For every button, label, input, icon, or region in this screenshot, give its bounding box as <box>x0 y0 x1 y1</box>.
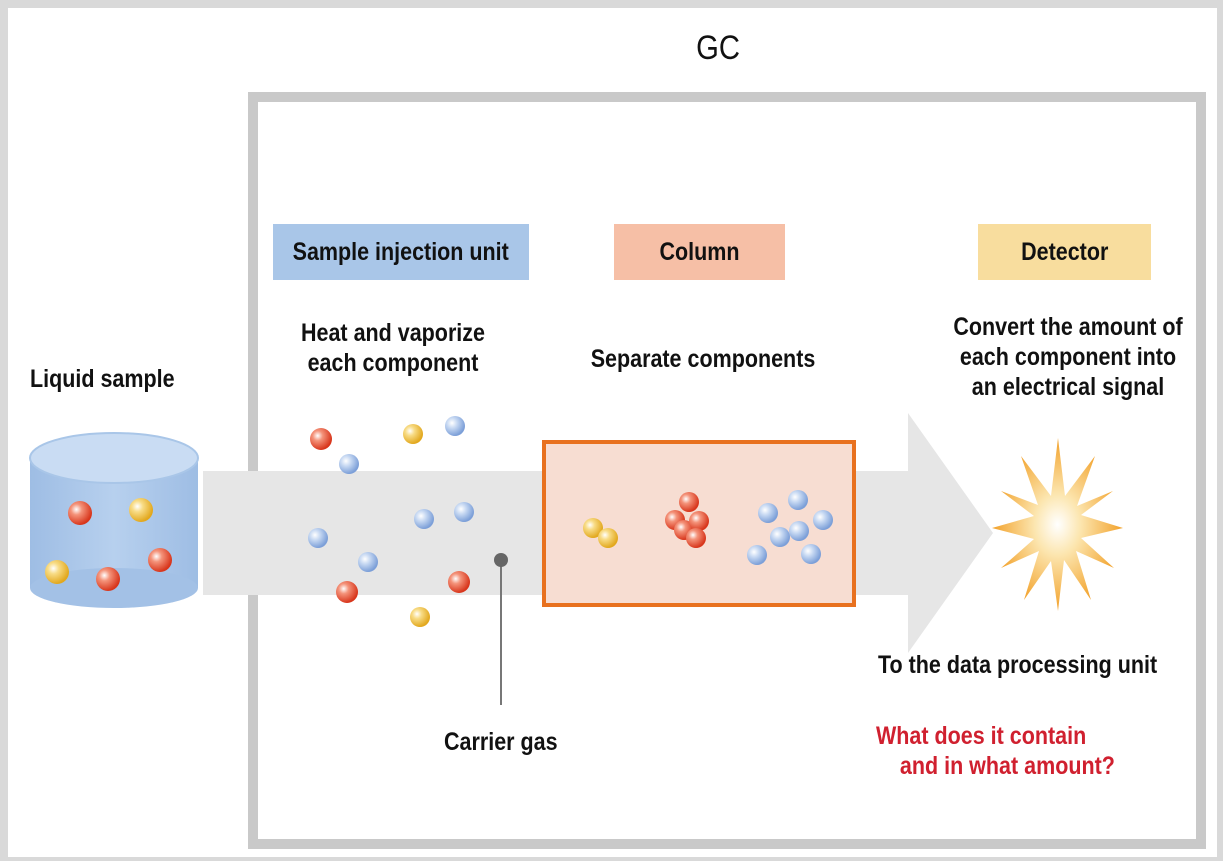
data-processing-label: To the data processing unit <box>878 651 1158 679</box>
column-text: Column <box>659 237 740 266</box>
injection-description: Heat and vaporize each component <box>300 319 485 377</box>
liquid-sample-label: Liquid sample <box>30 365 175 393</box>
carrier-gas-label: Carrier gas <box>444 728 558 756</box>
gc-frame <box>248 92 1206 849</box>
separated-molecules <box>583 490 833 565</box>
sample-molecules <box>45 498 172 591</box>
gc-title: GC <box>696 29 740 67</box>
detector-starburst <box>992 438 1123 611</box>
diagram-canvas: GC Liquid sample Sample injection unit C… <box>8 8 1217 857</box>
column-label: Column <box>614 224 785 280</box>
detector-description: Convert the amount of each component int… <box>953 313 1183 401</box>
carrier-gas-pointer <box>494 553 508 705</box>
sample-injection-unit-label: Sample injection unit <box>273 224 529 280</box>
detector-text: Detector <box>1020 237 1109 266</box>
column-description: Separate components <box>590 345 816 373</box>
question-text: What does it contain and in what amount? <box>876 722 1115 780</box>
sample-injection-unit-text: Sample injection unit <box>292 237 510 266</box>
gc-diagram-graphic <box>29 92 1206 849</box>
vaporized-molecules <box>308 416 474 627</box>
detector-label: Detector <box>978 224 1151 280</box>
